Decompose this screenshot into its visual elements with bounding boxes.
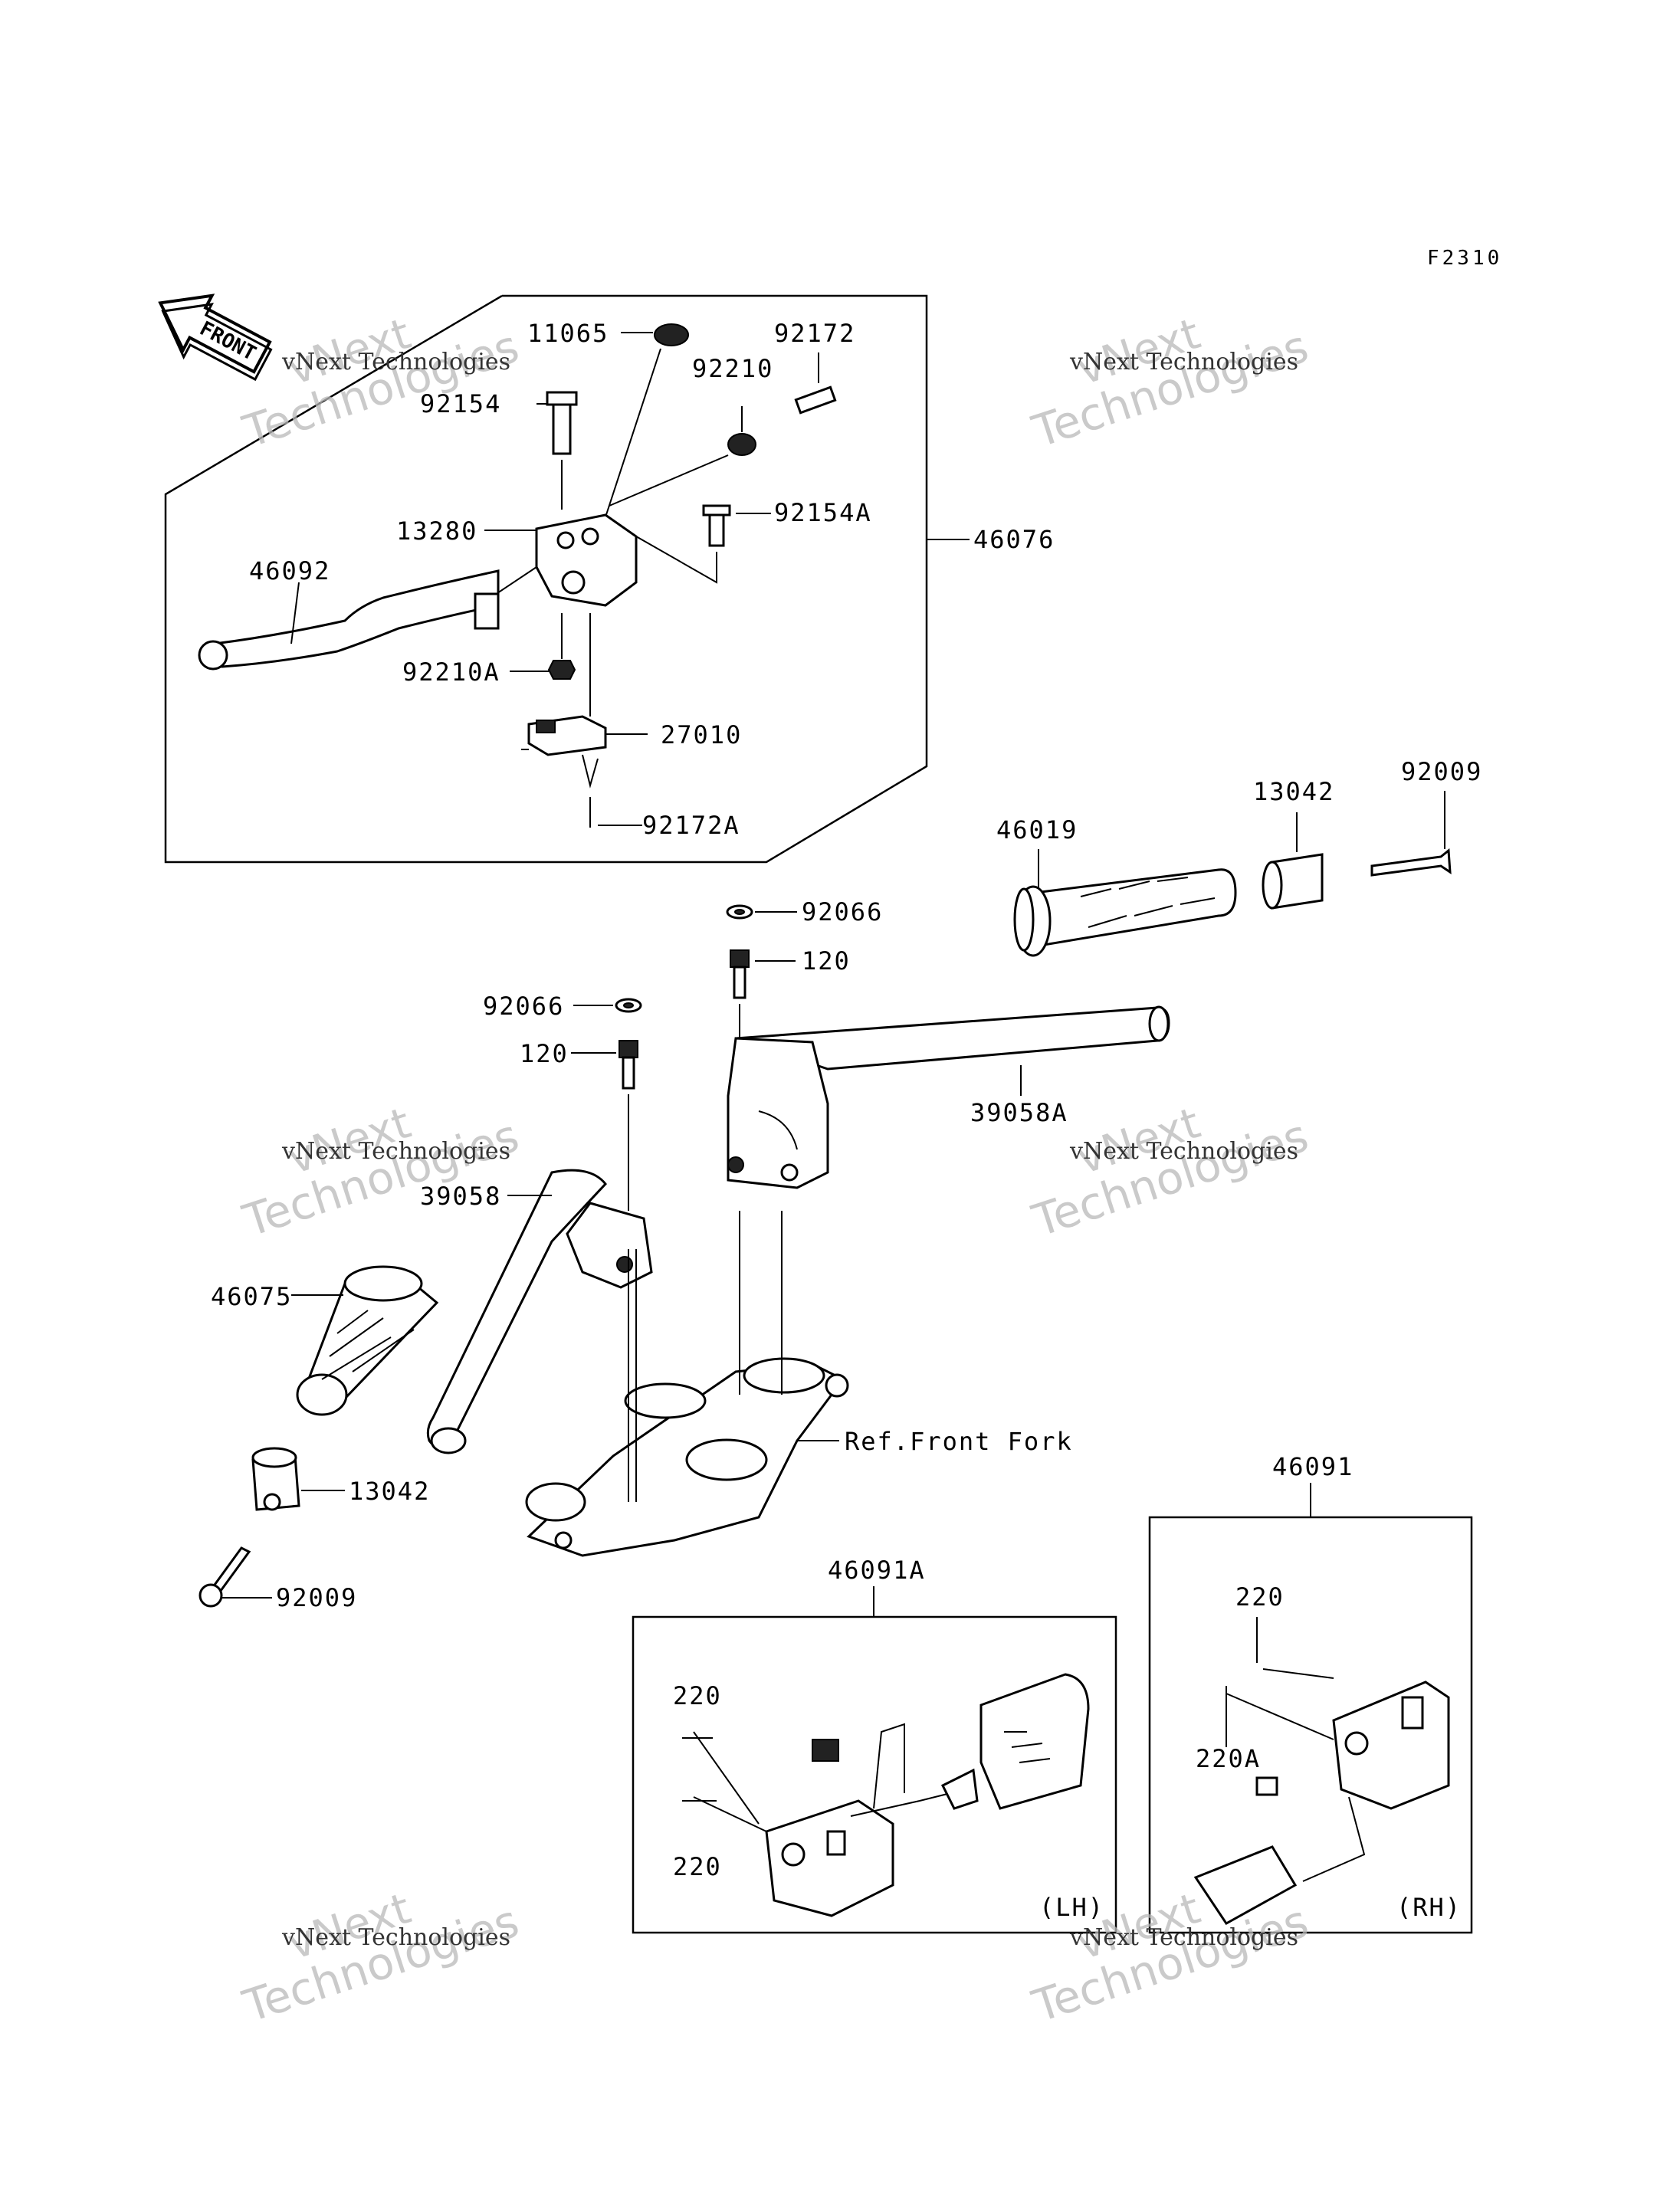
label-lh: (LH)	[1039, 1893, 1104, 1922]
weight-13042-top	[1262, 812, 1324, 910]
rh-switch-46091	[1193, 1617, 1450, 1925]
handlebar-39058	[426, 1169, 653, 1454]
watermark-caption-4: vNext Technologies	[1069, 1138, 1298, 1165]
label-39058A: 39058A	[970, 1098, 1068, 1127]
screw-92172A	[589, 797, 642, 828]
label-120-right: 120	[802, 946, 851, 976]
label-11065: 11065	[527, 319, 609, 348]
label-27010: 27010	[661, 720, 742, 749]
screw-92009-top	[1370, 791, 1452, 877]
figure-code: F2310	[1427, 247, 1502, 270]
label-46076: 46076	[973, 525, 1055, 554]
cap-11065	[601, 323, 689, 530]
label-13042-bottom: 13042	[349, 1477, 430, 1506]
bolt-92154A	[597, 504, 771, 584]
label-92009-bottom: 92009	[276, 1583, 357, 1612]
label-46091A: 46091A	[828, 1556, 926, 1585]
label-220A-rh: 220A	[1196, 1744, 1261, 1773]
watermark-caption-3: vNext Technologies	[281, 1138, 510, 1165]
label-92154A: 92154A	[774, 498, 872, 527]
grip-46019	[1013, 849, 1237, 957]
front-arrow-icon: FRONT	[158, 293, 273, 382]
lh-switch-46091A	[682, 1673, 1090, 1917]
label-46091: 46091	[1272, 1452, 1354, 1481]
label-92009-top: 92009	[1401, 757, 1482, 786]
label-rh: (RH)	[1396, 1893, 1462, 1922]
bolt-120-left	[571, 1040, 638, 1211]
label-13042-top: 13042	[1253, 777, 1334, 806]
grip-46075	[291, 1265, 439, 1416]
switch-27010	[521, 613, 648, 789]
label-220-rh: 220	[1235, 1582, 1285, 1612]
lever-46092	[198, 569, 500, 671]
label-220-lh-bottom: 220	[673, 1852, 722, 1881]
watermark-caption-6: vNext Technologies	[1069, 1924, 1298, 1951]
label-92210A: 92210A	[402, 657, 500, 687]
label-120-left: 120	[520, 1039, 569, 1068]
label-46075: 46075	[211, 1282, 292, 1311]
label-92066-left: 92066	[483, 992, 564, 1021]
nut-92210	[609, 406, 756, 507]
handlebar-39058A	[727, 1005, 1170, 1189]
label-92066-right: 92066	[802, 897, 883, 926]
weight-13042-bottom	[251, 1447, 345, 1511]
label-46019: 46019	[996, 815, 1078, 844]
screw-92009-bottom	[199, 1546, 272, 1608]
screw-92172	[794, 353, 837, 415]
bolt-92154	[536, 391, 578, 510]
label-13280: 13280	[396, 516, 477, 546]
holder-13280	[484, 513, 638, 607]
lever-assembly-frame	[164, 294, 928, 864]
triple-clamp	[525, 1211, 849, 1557]
watermark-caption-1: vNext Technologies	[281, 349, 510, 375]
label-92172: 92172	[774, 319, 855, 348]
washer-92066-left	[573, 998, 642, 1013]
label-ref-front-fork: Ref.Front Fork	[845, 1427, 1073, 1456]
label-92210: 92210	[692, 354, 773, 383]
label-220-lh-top: 220	[673, 1681, 722, 1710]
watermark-caption-2: vNext Technologies	[1069, 349, 1298, 375]
label-39058: 39058	[420, 1182, 501, 1211]
label-92154: 92154	[420, 389, 501, 418]
label-46092: 46092	[249, 556, 330, 585]
washer-92066-right	[726, 904, 797, 920]
watermark-caption-5: vNext Technologies	[281, 1924, 510, 1951]
label-92172A: 92172A	[642, 811, 740, 840]
nut-92210A	[510, 613, 576, 680]
